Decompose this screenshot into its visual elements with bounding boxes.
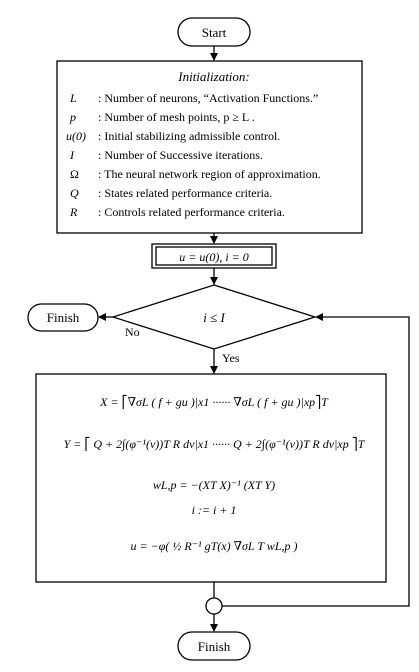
equation-w: wL,p = −(XT X)⁻¹ (XT Y): [153, 478, 275, 492]
init-desc-omega: : The neural network region of approxima…: [98, 167, 321, 181]
init-desc-u0: : Initial stabilizing admissible control…: [98, 129, 280, 143]
init-desc-I: : Number of Successive iterations.: [98, 148, 263, 162]
finish-bottom-label: Finish: [198, 639, 231, 654]
init-symbol-L: L: [69, 91, 77, 105]
no-label: No: [125, 325, 140, 339]
init-desc-L: : Number of neurons, “Activation Functio…: [98, 91, 318, 105]
init-desc-Q: : States related performance criteria.: [98, 186, 272, 200]
decision-diamond: i ≤ I: [110, 284, 318, 350]
start-terminator: Start: [177, 17, 251, 47]
equation-x: X = ⎡∇σL ( f + gu )|x1 ······ ∇σL ( f + …: [99, 394, 329, 410]
decision-label: i ≤ I: [203, 310, 225, 325]
init-symbol-I: I: [69, 148, 75, 162]
init-desc-p: : Number of mesh points, p ≥ L .: [98, 110, 255, 124]
init-symbol-omega: Ω: [70, 167, 79, 181]
equation-y: Y = ⎡ Q + 2∫(φ⁻¹(v))T R dv|x1 ······ Q +…: [64, 436, 366, 452]
init-desc-R: : Controls related performance criteria.: [98, 205, 285, 219]
init-symbol-R: R: [69, 205, 78, 219]
init-title: Initialization:: [177, 69, 250, 84]
process-box: X = ⎡∇σL ( f + gu )|x1 ······ ∇σL ( f + …: [35, 373, 387, 583]
init-symbol-u0: u(0): [66, 129, 86, 143]
yes-label: Yes: [222, 351, 240, 365]
finish-left-terminator: Finish: [27, 303, 99, 332]
assign-label: u = u(0), i = 0: [179, 250, 249, 264]
init-symbol-p: p: [69, 110, 76, 124]
equation-increment: i := i + 1: [192, 503, 237, 517]
feedback-loop-arrow: [222, 313, 410, 607]
connector-circle: [205, 597, 223, 615]
initialization-box: Initialization: L : Number of neurons, “…: [56, 60, 363, 234]
start-label: Start: [202, 25, 227, 40]
init-symbol-Q: Q: [70, 186, 79, 200]
finish-bottom-terminator: Finish: [177, 631, 251, 661]
assign-box: u = u(0), i = 0: [151, 243, 277, 269]
equation-u-update: u = −φ( ½ R⁻¹ gT(x) ∇σL T wL,p ): [131, 539, 298, 553]
finish-left-label: Finish: [47, 310, 80, 325]
